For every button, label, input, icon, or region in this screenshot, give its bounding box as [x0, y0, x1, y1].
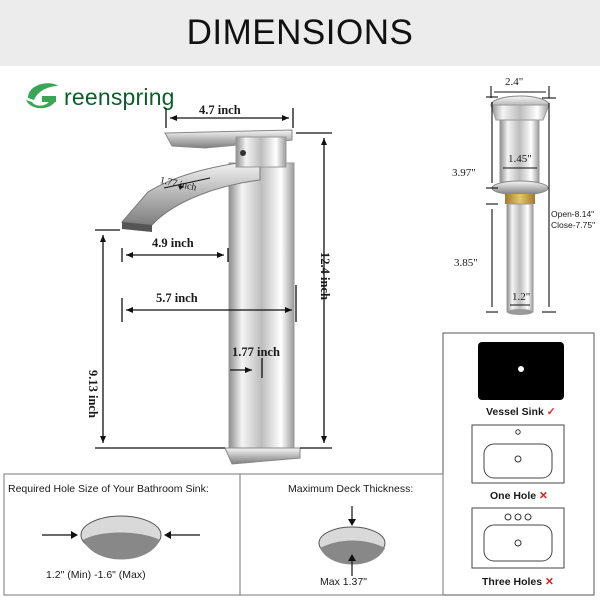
spout-width-label: 4.7 inch — [199, 103, 241, 117]
drain-dimension-lines — [486, 86, 556, 313]
header-banner: DIMENSIONS — [0, 0, 600, 66]
faucet-body — [120, 129, 301, 465]
hole-size-range: 1.2" (Min) -1.6" (Max) — [46, 569, 146, 581]
reach-label: 4.9 inch — [152, 236, 194, 250]
cross-icon: ✕ — [545, 576, 554, 588]
faucet-dimension-lines — [95, 108, 332, 449]
three-hole-sink-image — [471, 507, 565, 569]
sink-type-vessel: Vessel Sink ✓ — [486, 406, 556, 418]
sink-type-one-hole: One Hole ✕ — [490, 490, 548, 502]
drain-top-diameter: 2.4" — [505, 76, 524, 88]
hole-size-title: Required Hole Size of Your Bathroom Sink… — [8, 483, 209, 495]
drain-inner-diameter: 1.45" — [508, 153, 532, 165]
sink-type-label: Vessel Sink — [486, 406, 544, 418]
pop-up-drain — [490, 95, 550, 315]
drain-lower-height: 3.85" — [454, 257, 478, 269]
drain-close-height: Close-7.75" — [551, 220, 596, 230]
total-height-label: 12.4 inch — [318, 252, 332, 300]
sink-type-three-holes: Three Holes ✕ — [482, 576, 554, 588]
brand-name: reenspring — [64, 84, 175, 110]
sink-type-label: Three Holes — [482, 576, 543, 588]
sink-type-label: One Hole — [490, 490, 537, 502]
drain-open-height: Open-8.14" — [551, 209, 595, 219]
body-width-label: 1.77 inch — [232, 345, 280, 359]
deck-thickness-value: Max 1.37" — [320, 576, 367, 588]
brand-logo: reenspring — [20, 76, 200, 116]
spout-height-label: 9.13 inch — [86, 370, 100, 418]
leaf-logo-icon — [26, 83, 58, 109]
faucet-arrowheads — [100, 115, 327, 443]
deck-thickness-title: Maximum Deck Thickness: — [288, 483, 414, 495]
overall-depth-label: 5.7 inch — [156, 291, 198, 305]
check-icon: ✓ — [546, 406, 556, 418]
drain-pipe-diameter: 1.2" — [512, 291, 531, 303]
cross-icon: ✕ — [539, 490, 548, 502]
spout-thickness-leader — [163, 177, 211, 189]
drain-upper-height: 3.97" — [452, 167, 476, 179]
page-title: DIMENSIONS — [186, 13, 414, 52]
